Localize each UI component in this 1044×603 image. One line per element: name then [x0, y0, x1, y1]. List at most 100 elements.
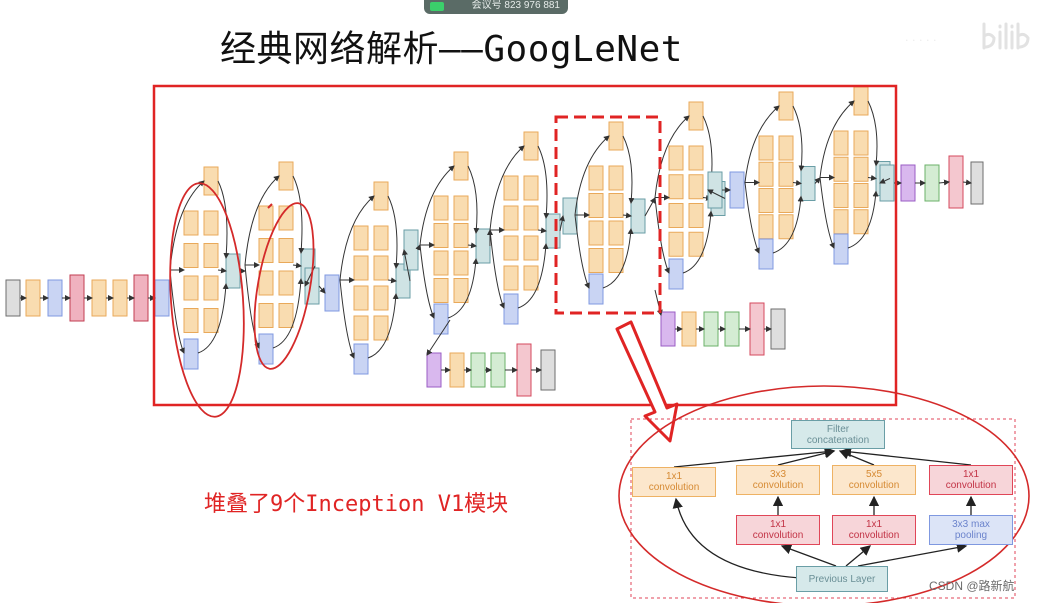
net-layer-block-8 [203, 166, 219, 196]
net-layer-block-129 [770, 308, 786, 350]
net-layer-block-40 [373, 315, 389, 341]
net-layer-block-9 [183, 210, 199, 236]
net-layer-block-125 [681, 311, 697, 347]
signal-icon [430, 2, 444, 11]
net-layer-block-73 [608, 220, 624, 246]
net-layer-block-89 [707, 171, 723, 209]
net-layer-block-24 [258, 270, 274, 296]
hand-drawn-circle-2 [253, 202, 315, 370]
net-layer-block-81 [668, 174, 684, 200]
filter-concatenation-box: Filter concatenation [791, 420, 885, 449]
net-layer-block-61 [523, 235, 539, 261]
net-layer-block-123 [540, 349, 556, 391]
net-layer-block-90 [729, 171, 745, 209]
net-layer-block-115 [924, 164, 940, 202]
net-layer-block-53 [433, 303, 449, 335]
net-layer-block-82 [688, 174, 704, 200]
conv-1x1-after-pool: 1x1 convolution [929, 465, 1013, 495]
net-layer-block-20 [258, 205, 274, 231]
csdn-watermark: CSDN @路新航 [929, 579, 1015, 593]
net-layer-block-55 [523, 131, 539, 161]
net-layer-block-52 [453, 278, 469, 303]
conv-5x5-box: 5x5 convolution [832, 465, 916, 495]
net-layer-block-122 [516, 343, 532, 397]
net-layer-block-19 [278, 161, 294, 191]
network-highlight-frame [152, 84, 898, 407]
net-layer-block-43 [403, 229, 419, 271]
net-layer-block-107 [833, 183, 849, 208]
net-layer-block-63 [523, 265, 539, 291]
meeting-id-pill[interactable]: 会议号 823 976 881 [424, 0, 568, 14]
net-layer-block-69 [608, 165, 624, 191]
net-layer-block-128 [749, 302, 765, 356]
conv-1x1-reduce-3x3: 1x1 convolution [736, 515, 820, 545]
net-layer-block-87 [668, 258, 684, 290]
net-layer-block-94 [758, 161, 774, 187]
net-layer-block-126 [703, 311, 719, 347]
net-layer-block-36 [373, 255, 389, 281]
net-layer-block-102 [853, 86, 869, 116]
slide-title: 经典网络解析——GoogLeNet [220, 29, 683, 70]
net-layer-block-23 [278, 238, 294, 263]
conv-1x1-reduce-5x5: 1x1 convolution [832, 515, 916, 545]
net-layer-block-80 [688, 145, 704, 171]
net-layer-block-51 [433, 278, 449, 303]
max-pool-3x3-box: 3x3 max pooling [929, 515, 1013, 545]
net-layer-block-50 [453, 250, 469, 276]
net-layer-block-27 [278, 303, 294, 328]
net-layer-block-26 [258, 303, 274, 328]
net-layer-block-118 [426, 352, 442, 388]
net-layer-block-41 [353, 343, 369, 375]
net-layer-block-83 [668, 203, 684, 228]
net-layer-block-117 [970, 161, 984, 205]
net-layer-block-74 [588, 248, 604, 273]
net-layer-block-78 [688, 101, 704, 131]
net-layer-block-45 [433, 195, 449, 221]
net-layer-block-31 [324, 274, 340, 312]
net-layer-block-0 [5, 279, 21, 317]
net-layer-block-16 [203, 308, 219, 333]
net-layer-block-38 [373, 285, 389, 311]
caption-text: 堆叠了9个Inception V1模块 [204, 492, 509, 517]
net-layer-block-48 [453, 223, 469, 248]
net-layer-block-14 [203, 275, 219, 301]
net-layer-block-47 [433, 223, 449, 248]
net-layer-block-6 [133, 274, 149, 322]
inception-module-frame [630, 418, 1016, 599]
net-layer-block-11 [183, 243, 199, 268]
net-layer-block-97 [778, 188, 794, 213]
net-layer-block-100 [758, 238, 774, 270]
net-layer-block-64 [503, 293, 519, 325]
net-layer-block-59 [523, 205, 539, 231]
net-layer-block-113 [879, 164, 895, 202]
net-layer-block-101 [800, 166, 816, 201]
net-layer-block-54 [475, 228, 491, 264]
net-layer-block-108 [853, 183, 869, 208]
net-layer-block-85 [668, 231, 684, 257]
net-layer-block-86 [688, 231, 704, 257]
net-layer-block-71 [608, 193, 624, 218]
net-layer-block-58 [503, 205, 519, 231]
net-layer-block-1 [25, 279, 41, 317]
net-layer-block-32 [373, 181, 389, 211]
net-layer-block-56 [503, 175, 519, 201]
net-layer-block-116 [948, 155, 964, 209]
net-layer-block-44 [453, 151, 469, 181]
net-layer-block-49 [433, 250, 449, 276]
net-layer-block-34 [373, 225, 389, 251]
net-layer-block-93 [778, 135, 794, 161]
net-layer-block-76 [588, 273, 604, 305]
net-layer-block-2 [47, 279, 63, 317]
net-layer-block-77 [630, 198, 646, 234]
net-layer-block-106 [853, 156, 869, 182]
net-layer-block-114 [900, 164, 916, 202]
net-layer-block-33 [353, 225, 369, 251]
net-layer-block-98 [758, 214, 774, 240]
net-layer-block-91 [778, 91, 794, 121]
net-layer-block-109 [833, 209, 849, 235]
net-layer-block-25 [278, 270, 294, 296]
net-layer-block-28 [258, 333, 274, 365]
net-layer-block-105 [833, 156, 849, 182]
